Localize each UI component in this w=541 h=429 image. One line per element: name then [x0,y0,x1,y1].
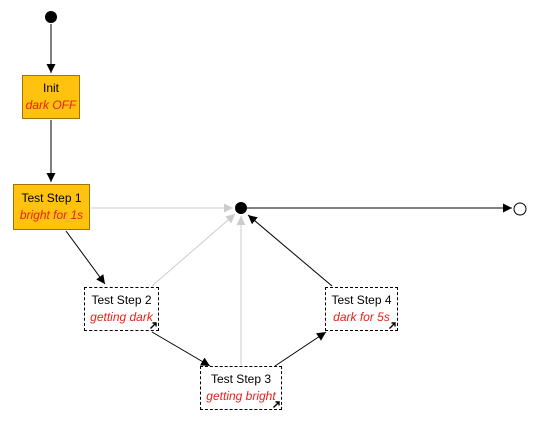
link-arrow-icon [273,401,280,408]
edge-step2-to-junction [151,213,236,287]
start-node[interactable] [45,11,57,23]
state-test-step-3-title: Test Step 3 [210,372,272,386]
state-test-step-2[interactable]: Test Step 2 getting dark [84,287,159,331]
state-init-title: Init [42,81,59,95]
state-test-step-4-subtitle: dark for 5s [333,310,390,324]
state-test-step-4[interactable]: Test Step 4 dark for 5s [325,287,398,331]
end-node[interactable] [513,202,527,216]
edge-step4-to-junction [247,214,333,287]
state-init-subtitle: dark OFF [25,98,77,112]
state-test-step-1-title: Test Step 1 [21,191,82,205]
junction-node[interactable] [235,202,247,214]
edge-step3-to-step4 [274,331,327,367]
link-arrow-icon [150,322,157,329]
state-init[interactable]: Init dark OFF [22,75,80,119]
state-test-step-4-title: Test Step 4 [331,293,392,307]
state-test-step-2-subtitle: getting dark [90,310,153,324]
link-arrow-icon [389,322,396,329]
edge-layer [46,24,512,367]
edge-step1-to-step2 [65,230,106,285]
state-test-step-3[interactable]: Test Step 3 getting bright [200,366,282,410]
edge-step2-to-step3 [151,331,211,367]
state-test-step-1-subtitle: bright for 1s [19,208,84,222]
state-test-step-1[interactable]: Test Step 1 bright for 1s [13,184,90,230]
state-test-step-2-title: Test Step 2 [91,293,152,307]
state-test-step-3-subtitle: getting bright [206,389,276,403]
